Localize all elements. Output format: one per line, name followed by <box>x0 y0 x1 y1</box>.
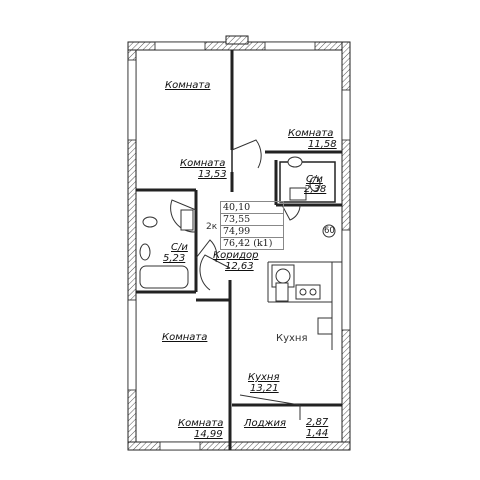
room-bottom-left-area: 14,99 <box>194 429 223 440</box>
area-line-total: 73,55 <box>221 214 283 226</box>
room-top-left-label: Комната <box>165 80 211 91</box>
thin-walls <box>231 108 336 203</box>
bath-right-area: 2,38 <box>304 184 327 195</box>
loggia-label: Лоджия <box>244 418 287 429</box>
bath-right-label: С/и <box>306 174 323 185</box>
interior-walls <box>136 50 342 450</box>
room-top-right-label: Комната <box>288 128 334 139</box>
bath-left-label: С/и <box>171 242 188 253</box>
area-line-k1: 76,42 (k1) <box>223 238 273 249</box>
room-bottom-left-label: Комната <box>162 332 208 343</box>
kitchen-area: 13,21 <box>250 383 279 394</box>
kitchen-title-label: Кухня <box>276 333 308 344</box>
corridor-label: Коридор <box>213 250 259 261</box>
badge-circle <box>322 224 336 238</box>
loggia-area-full: 2,87 <box>306 417 329 428</box>
windows <box>127 41 351 451</box>
badge-number: 60 <box>324 226 335 236</box>
room-top-left-area: 13,53 <box>198 169 227 180</box>
room-bottom-left-area-label: Комната <box>178 418 224 429</box>
room-top-left-area-label: Комната <box>180 158 226 169</box>
area-line-total-living: 40,10 <box>221 202 283 214</box>
room-top-right-area: 11,58 <box>308 139 337 150</box>
doors <box>170 139 301 291</box>
corridor-area: 12,63 <box>225 261 254 272</box>
kitchen-counter <box>267 261 342 350</box>
loggia-area-reduced: 1,44 <box>306 428 329 439</box>
rooms-count: 2к <box>206 222 218 232</box>
area-line-total-with-loggia: 74,99 <box>221 226 283 238</box>
area-summary-table: 40,10 73,55 74,99 76,42 (k1) <box>220 201 284 250</box>
loggia-divider <box>239 394 301 420</box>
fixtures <box>139 156 333 335</box>
kitchen-label: Кухня <box>248 372 280 383</box>
bath-left-area: 5,23 <box>163 253 186 264</box>
